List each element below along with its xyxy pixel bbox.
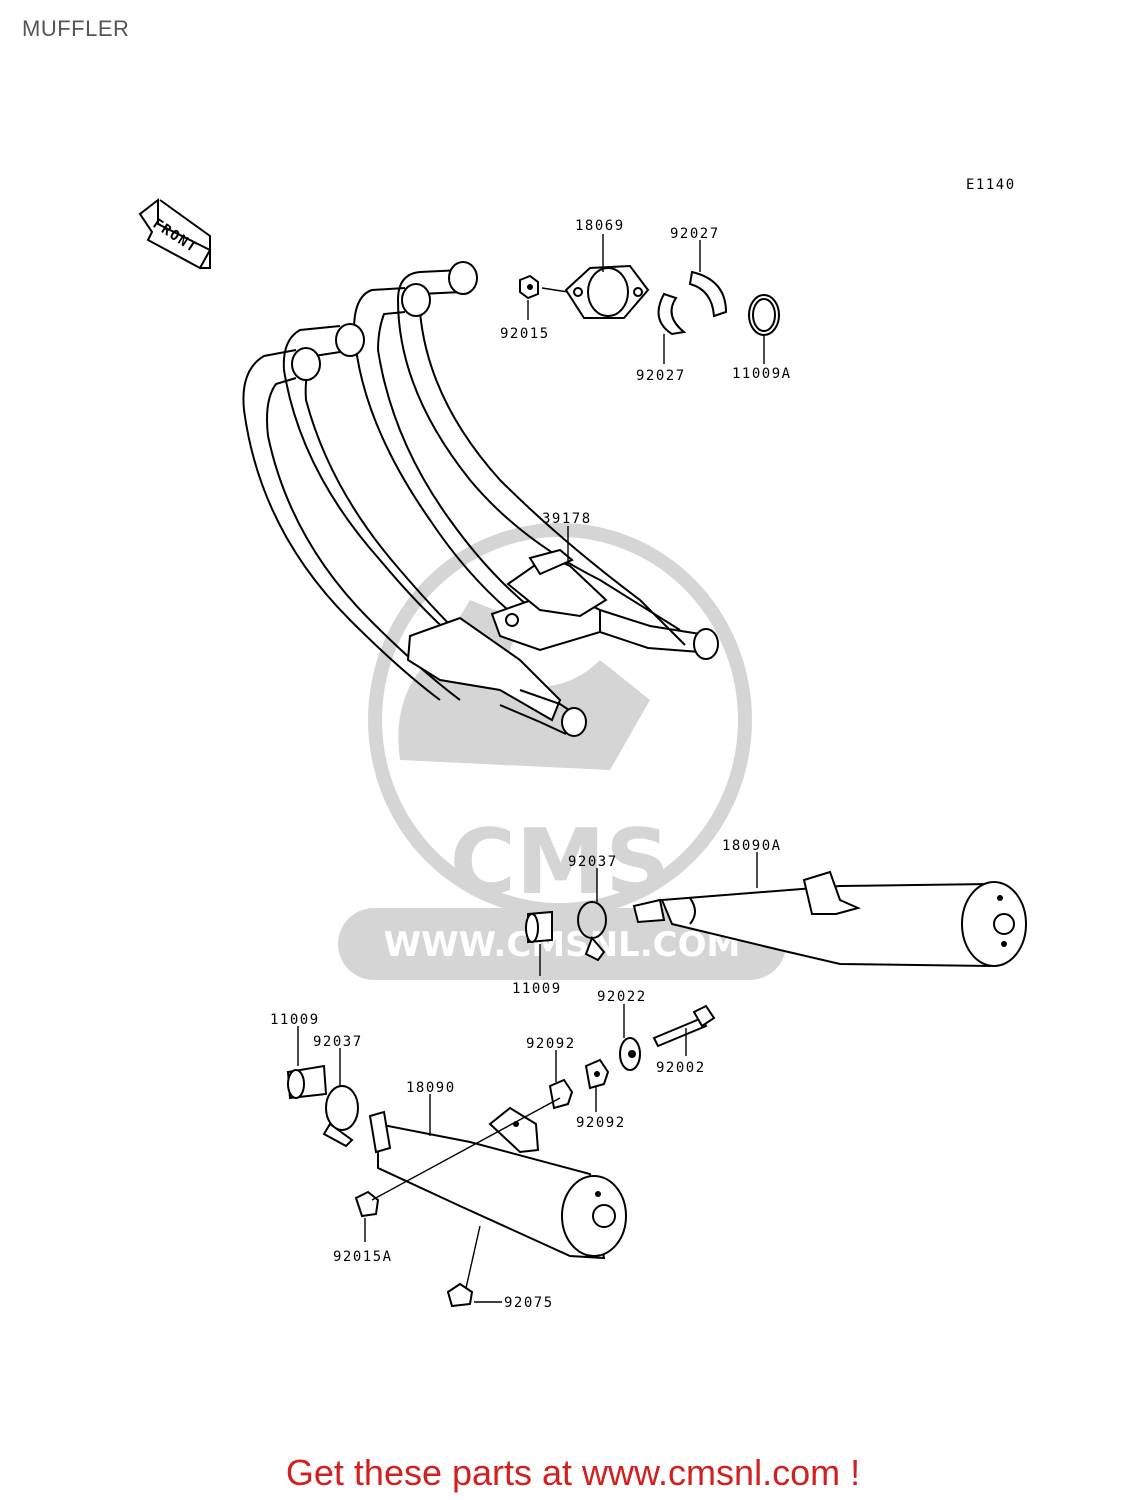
part-label-92092-upper[interactable]: 92092 <box>526 1036 576 1052</box>
pipe-clamp-upper-icon <box>577 901 607 962</box>
footer-link[interactable]: Get these parts at www.cmsnl.com ! <box>285 1452 861 1493</box>
connector-pipe-lower-icon <box>286 1064 328 1100</box>
washer-92022-icon <box>619 1037 641 1071</box>
muffler-upper-icon <box>632 870 1027 968</box>
part-label-92015A[interactable]: 92015A <box>333 1249 393 1265</box>
part-label-11009A[interactable]: 11009A <box>732 366 792 382</box>
muffler-lower-icon <box>368 1106 627 1260</box>
part-label-92092-lower[interactable]: 92092 <box>576 1115 626 1131</box>
part-label-92037-upper[interactable]: 92037 <box>568 854 618 870</box>
bolt-92002-icon <box>652 1004 716 1048</box>
exhaust-header-pipes <box>242 261 719 737</box>
rubber-damper-icon <box>446 1282 474 1308</box>
connector-pipe-upper-icon <box>525 910 553 944</box>
part-label-92037-lower[interactable]: 92037 <box>313 1034 363 1050</box>
split-keeper-lower-icon <box>657 292 687 336</box>
part-label-92027-upper[interactable]: 92027 <box>670 226 720 242</box>
part-label-92075[interactable]: 92075 <box>504 1295 554 1311</box>
part-label-39178[interactable]: 39178 <box>542 511 592 527</box>
part-label-92022[interactable]: 92022 <box>597 989 647 1005</box>
part-label-92027-lower[interactable]: 92027 <box>636 368 686 384</box>
leader-lines <box>297 234 765 1303</box>
part-labels: 18069 92027 92015 92027 11009A 39178 920… <box>270 218 792 1311</box>
exhaust-flange-icon <box>564 264 650 319</box>
pipe-clamp-lower-icon <box>322 1085 359 1148</box>
watermark-url: WWW.CMSNL.COM <box>384 925 741 965</box>
part-label-18069[interactable]: 18069 <box>575 218 625 234</box>
front-arrow-icon: FRONT <box>138 197 212 270</box>
page-title: MUFFLER <box>22 16 130 41</box>
part-label-92002[interactable]: 92002 <box>656 1060 706 1076</box>
part-label-11009-lower[interactable]: 11009 <box>270 1012 320 1028</box>
exhaust-gasket-icon <box>748 294 780 336</box>
part-label-18090[interactable]: 18090 <box>406 1080 456 1096</box>
flange-nut-icon <box>519 274 539 300</box>
parts-diagram: CMS WWW.CMSNL.COM FRONT E1140 <box>138 177 1027 1311</box>
part-label-11009-upper[interactable]: 11009 <box>512 981 562 997</box>
grommet-92092-upper-icon <box>584 1058 610 1090</box>
grommet-92092-lower-icon <box>548 1078 574 1110</box>
part-label-18090A[interactable]: 18090A <box>722 838 782 854</box>
diagram-code: E1140 <box>966 177 1016 193</box>
split-keeper-upper-icon <box>688 270 728 318</box>
part-label-92015[interactable]: 92015 <box>500 326 550 342</box>
flange-nut-lower-icon <box>354 1190 380 1218</box>
watermark-logo: CMS <box>450 810 670 915</box>
